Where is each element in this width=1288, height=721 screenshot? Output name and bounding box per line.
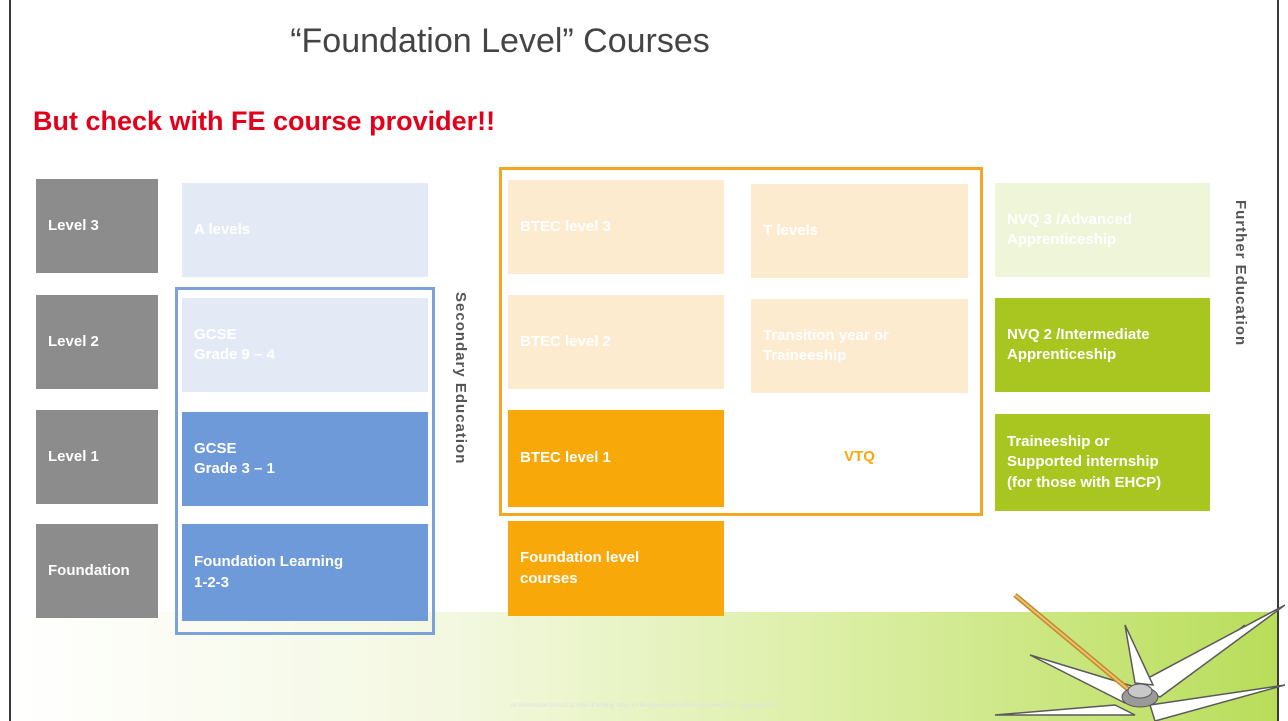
a-levels-box: A levels xyxy=(182,183,428,277)
btec-level-3-box: BTEC level 3 xyxy=(508,180,724,274)
btec-level-1-box: BTEC level 1 xyxy=(508,410,724,507)
gcse-high-box: GCSE Grade 9 – 4 xyxy=(182,298,428,392)
compass-icon xyxy=(994,593,1285,721)
further-education-label: Further Education xyxy=(1232,200,1249,347)
footer-copyright: All information correct at time of writi… xyxy=(510,703,778,709)
level-2-box: Level 2 xyxy=(36,295,158,389)
gcse-low-box: GCSE Grade 3 – 1 xyxy=(182,412,428,506)
vtq-box: VTQ xyxy=(751,410,968,504)
warning-text: But check with FE course provider!! xyxy=(33,106,496,136)
level-3-box: Level 3 xyxy=(36,179,158,273)
traineeship-box: Traineeship or Supported internship (for… xyxy=(995,414,1210,511)
slide-frame xyxy=(9,0,1279,721)
foundation-learning-box: Foundation Learning 1-2-3 xyxy=(182,524,428,621)
transition-year-box: Transition year or Traineeship xyxy=(751,299,968,393)
secondary-outline xyxy=(175,287,435,635)
page-title: “Foundation Level” Courses xyxy=(290,22,710,60)
level-foundation-box: Foundation xyxy=(36,524,158,618)
secondary-education-label: Secondary Education xyxy=(452,292,469,465)
nvq3-box: NVQ 3 /Advanced Apprenticeship xyxy=(995,183,1210,277)
foundation-courses-box: Foundation level courses xyxy=(508,521,724,616)
nvq2-box: NVQ 2 /Intermediate Apprenticeship xyxy=(995,298,1210,392)
level-1-box: Level 1 xyxy=(36,410,158,504)
btec-level-2-box: BTEC level 2 xyxy=(508,295,724,389)
t-levels-box: T levels xyxy=(751,184,968,278)
vocational-outline xyxy=(499,167,983,516)
